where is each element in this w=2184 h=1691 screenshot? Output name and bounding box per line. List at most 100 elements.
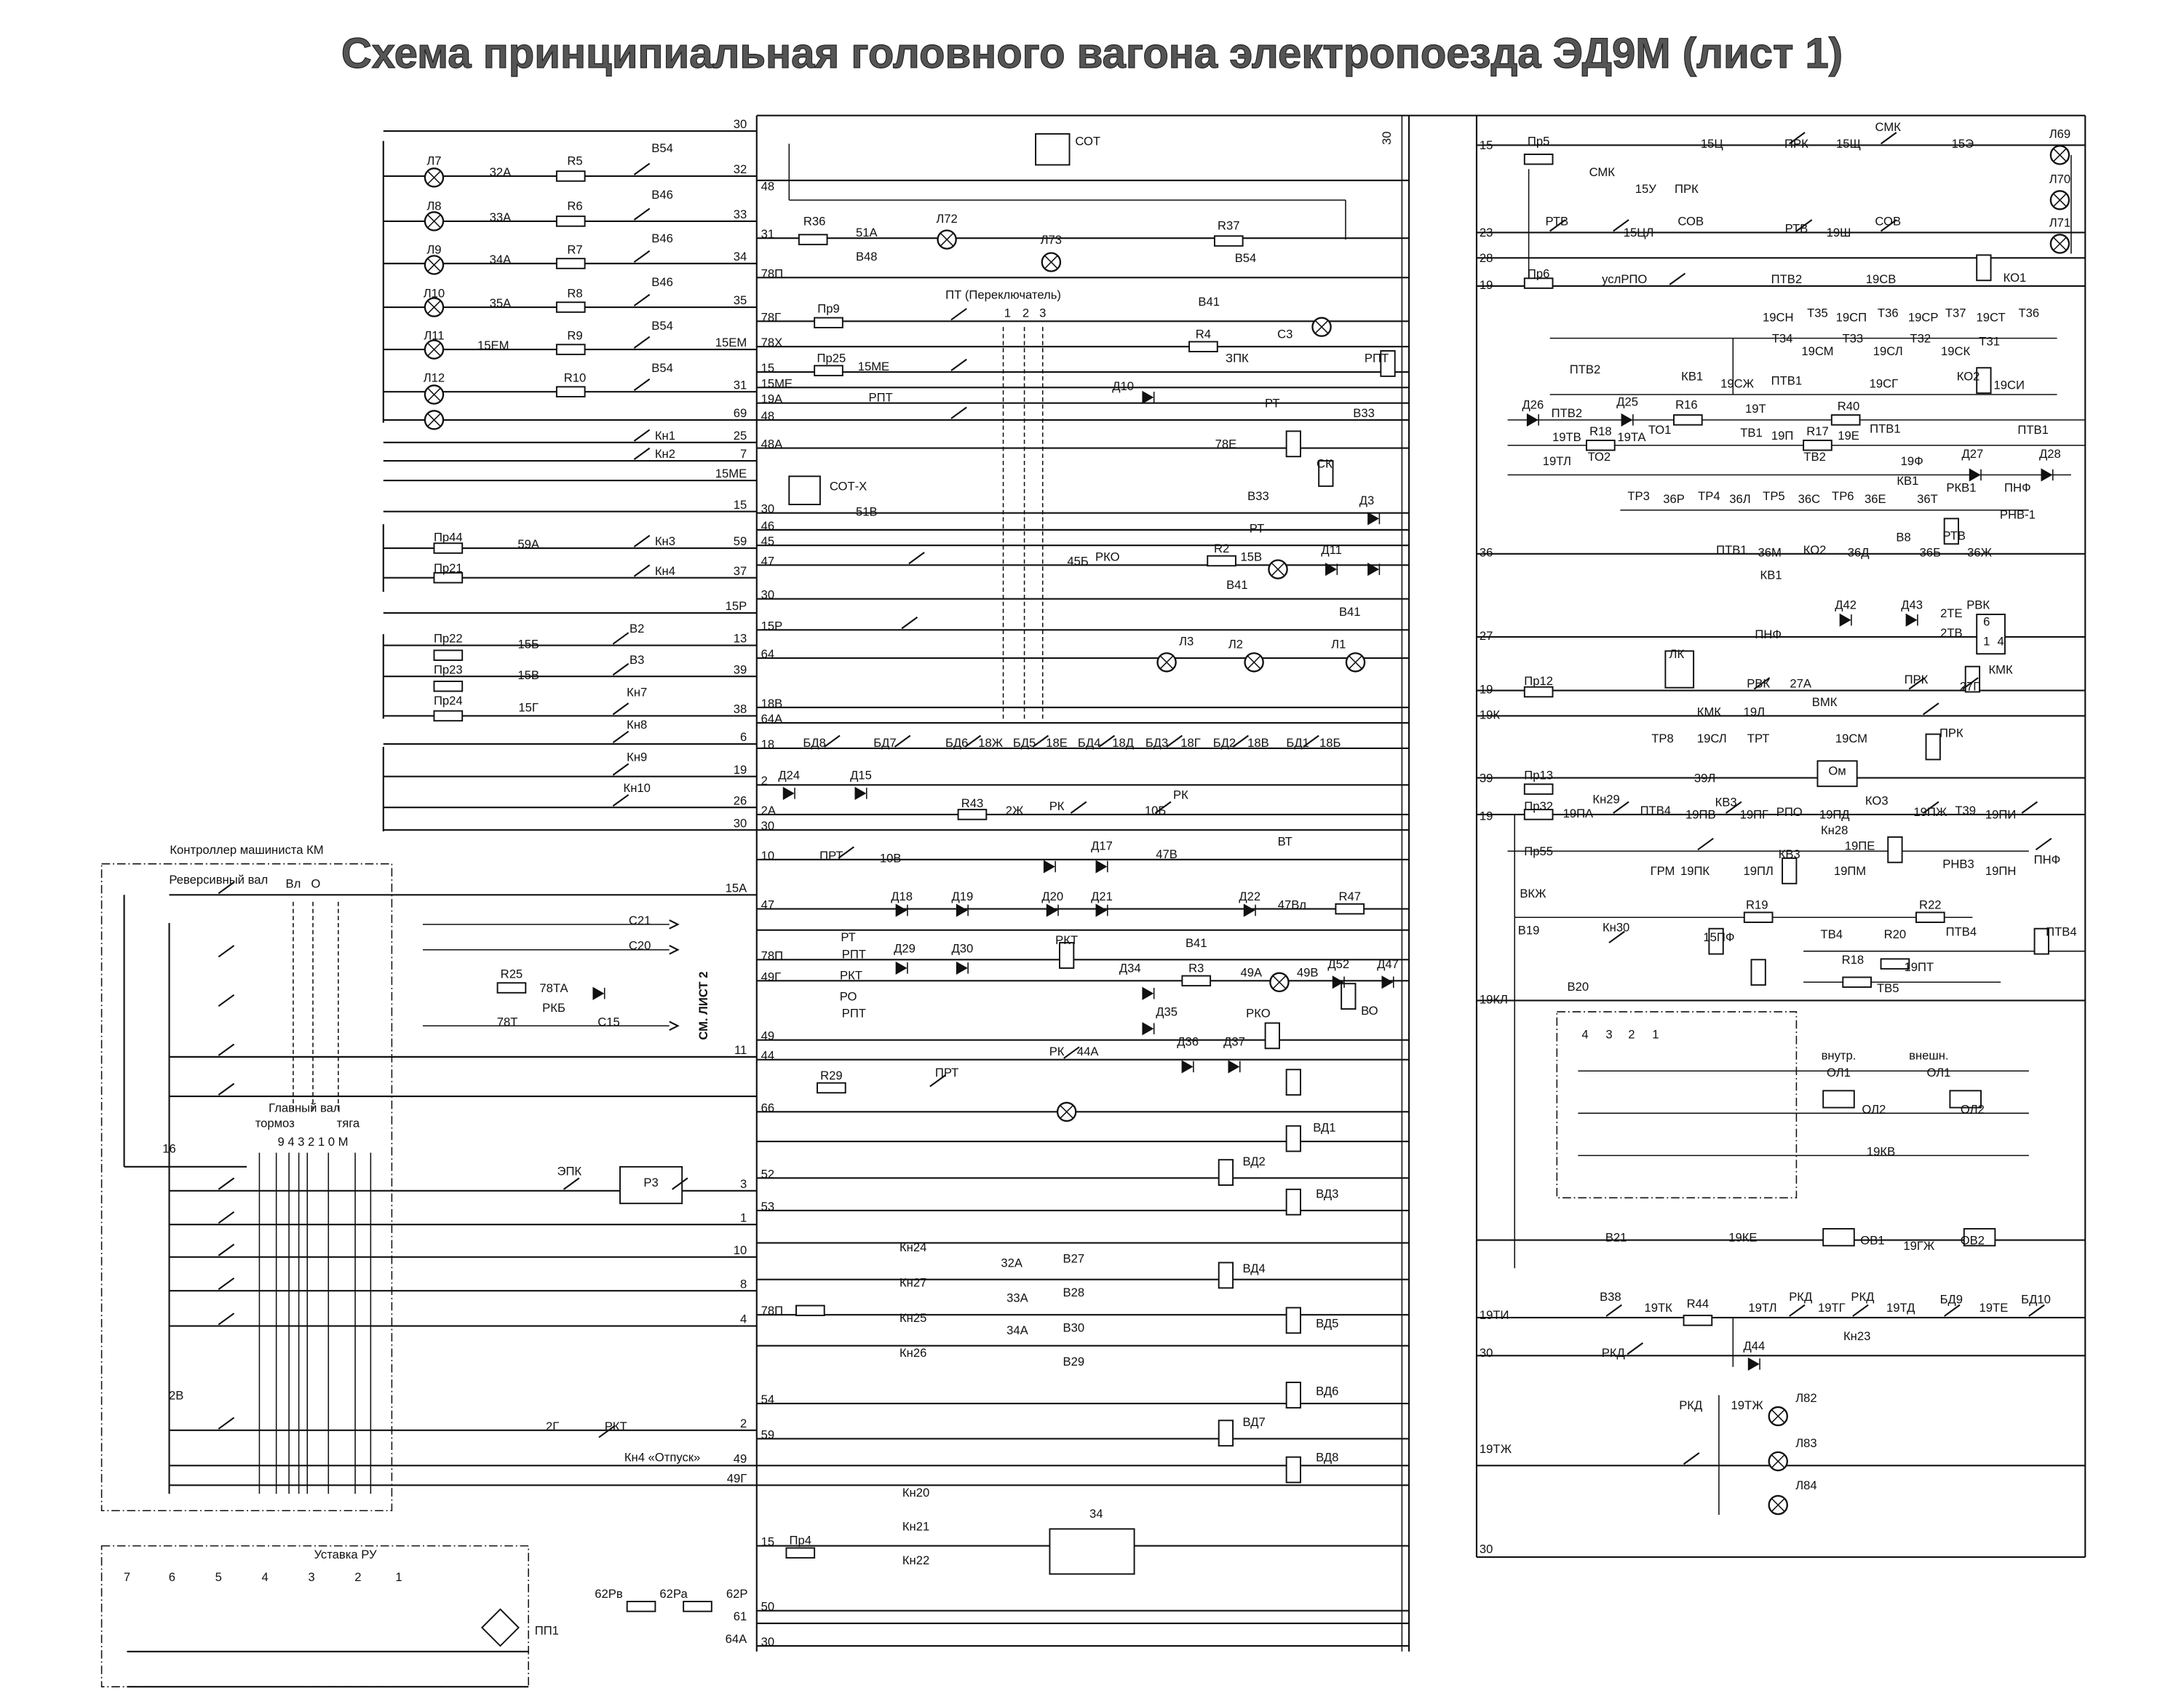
components-right-label: 27А — [1790, 677, 1811, 691]
components-right-label: Т33 — [1843, 331, 1864, 345]
components-center-label: Д21 — [1091, 890, 1113, 903]
components-right-label: РНВ3 — [1942, 857, 1974, 871]
contact-icon — [633, 162, 651, 175]
left-bus-label: 15ЕМ — [715, 336, 747, 349]
inner-bus-label: 52 — [761, 1167, 774, 1181]
ctrl-bus-label: 61 — [734, 1609, 747, 1623]
components-center-label: БД7 — [873, 736, 896, 750]
right-bus-label: 39 — [1480, 771, 1493, 785]
components-center-label: С3 — [1277, 328, 1292, 341]
components-center-label: ВТ — [1278, 834, 1292, 848]
contact-icon — [1303, 734, 1319, 748]
components-right-label: 36Т — [1917, 492, 1938, 506]
components-center-label: ПП1 — [535, 1624, 559, 1638]
relay-coil-icon — [1285, 1382, 1301, 1409]
components-center-label: РО — [840, 989, 857, 1003]
components-right-label: Л69 — [2049, 127, 2070, 141]
relay-coil-icon — [1782, 857, 1798, 884]
components-right-label: Т32 — [1910, 331, 1931, 345]
inner-bus-label: 47 — [761, 554, 774, 568]
components-center-label: РКТ — [605, 1419, 627, 1433]
components-right-label: 19СЖ — [1720, 376, 1754, 390]
components-right-label: 19ПЕ — [1845, 839, 1875, 852]
contact-icon — [1063, 1046, 1080, 1059]
components-right-label: услРПО — [1602, 272, 1647, 286]
contact-icon — [218, 1277, 235, 1291]
components-right-label: Л82 — [1795, 1391, 1816, 1405]
controller-label: Уставка РУ — [314, 1548, 376, 1561]
components-center-label: Пр4 — [790, 1534, 811, 1548]
components-left-label: Л11 — [424, 329, 444, 343]
resistor-icon — [785, 1547, 816, 1559]
resistor-icon — [814, 365, 843, 376]
components-right-label: Пр5 — [1528, 134, 1549, 148]
sot-x-box — [788, 475, 821, 505]
components-right-label: ПТВ1 — [1870, 421, 1900, 435]
ctrl-bus-label: 15А — [726, 881, 747, 895]
controller-label: 78Т — [497, 1015, 518, 1029]
right-bus-label: 19ТИ — [1480, 1308, 1509, 1322]
contact-icon — [671, 1177, 688, 1190]
contact-icon — [1627, 1342, 1644, 1355]
relay-coil-icon — [1218, 1419, 1234, 1447]
components-right-label: 19ПТ — [1905, 960, 1934, 974]
contact-icon — [2035, 837, 2052, 851]
components-center-label: Д52 — [1327, 957, 1349, 971]
components-left-label: Пр21 — [434, 561, 463, 575]
contact-icon — [633, 447, 651, 460]
components-center-label: Кн21 — [902, 1519, 929, 1533]
rectifier-bridge-icon — [480, 1608, 520, 1647]
components-right-label: 19Т — [1745, 402, 1766, 416]
resistor-icon — [1743, 911, 1774, 923]
components-center-label: 15В — [1240, 550, 1262, 563]
diode-icon — [1095, 860, 1108, 874]
inner-bus-label: 47 — [761, 898, 774, 912]
lamp-icon — [1768, 1494, 1788, 1516]
components-center-label: Д22 — [1239, 890, 1260, 903]
components-center-label: Кн25 — [900, 1311, 926, 1325]
ctrl-bus-label: 11 — [734, 1043, 747, 1057]
components-center-label: ВД7 — [1243, 1415, 1266, 1429]
components-right-label: ПНФ — [2034, 853, 2061, 867]
components-right-label: ТР3 — [1627, 489, 1650, 503]
left-bus-label: 69 — [734, 406, 747, 420]
controller-label: 7 — [124, 1570, 130, 1584]
components-left-label: 34А — [490, 253, 512, 266]
diode-icon — [895, 961, 908, 975]
left-bus-label: 13 — [734, 632, 747, 646]
lamp-icon — [1768, 1406, 1788, 1427]
components-right-label: 19СЛ — [1873, 344, 1903, 358]
components-right-label: ЛК — [1669, 647, 1685, 661]
components-right-label: 19ГЖ — [1903, 1239, 1934, 1253]
components-center-label: В54 — [1235, 251, 1257, 265]
components-right-label: Т37 — [1945, 306, 1966, 320]
components-right-label: Кн28 — [1821, 823, 1848, 837]
components-right-label: ОЛ2 — [1862, 1102, 1886, 1116]
components-center-label: РТ — [1250, 522, 1265, 536]
components-right-label: КО1 — [2004, 271, 2027, 285]
contact-icon — [598, 1425, 615, 1438]
lamp-icon — [1244, 652, 1264, 673]
components-right-label: 19СП — [1836, 310, 1867, 324]
components-center-label: РК — [1173, 788, 1188, 802]
resistor-icon — [555, 258, 586, 269]
components-left-label: R5 — [567, 154, 582, 167]
right-bus-label: 15 — [1480, 138, 1493, 152]
components-left-label: В54 — [651, 141, 673, 155]
components-center-label: 18Д — [1112, 736, 1134, 750]
components-center-label: 15МЕ — [858, 360, 889, 373]
contact-icon — [612, 730, 630, 744]
components-center-label: 18Г — [1180, 736, 1201, 750]
components-center-label: ВД2 — [1243, 1155, 1266, 1168]
components-center-label: R36 — [803, 215, 826, 229]
contact-icon — [633, 207, 651, 221]
components-center-label: Л2 — [1228, 637, 1243, 651]
components-right-label: ТР4 — [1698, 489, 1720, 503]
components-center-label: В41 — [1186, 936, 1207, 950]
right-bus-label: 36 — [1480, 546, 1493, 560]
resistor-icon — [1683, 1315, 1713, 1326]
components-right-label: ОЛ1 — [1827, 1066, 1851, 1080]
relay-coil-icon — [1285, 430, 1301, 458]
left-bus-label: 25 — [734, 429, 747, 443]
controller-label: 3 — [308, 1570, 314, 1584]
